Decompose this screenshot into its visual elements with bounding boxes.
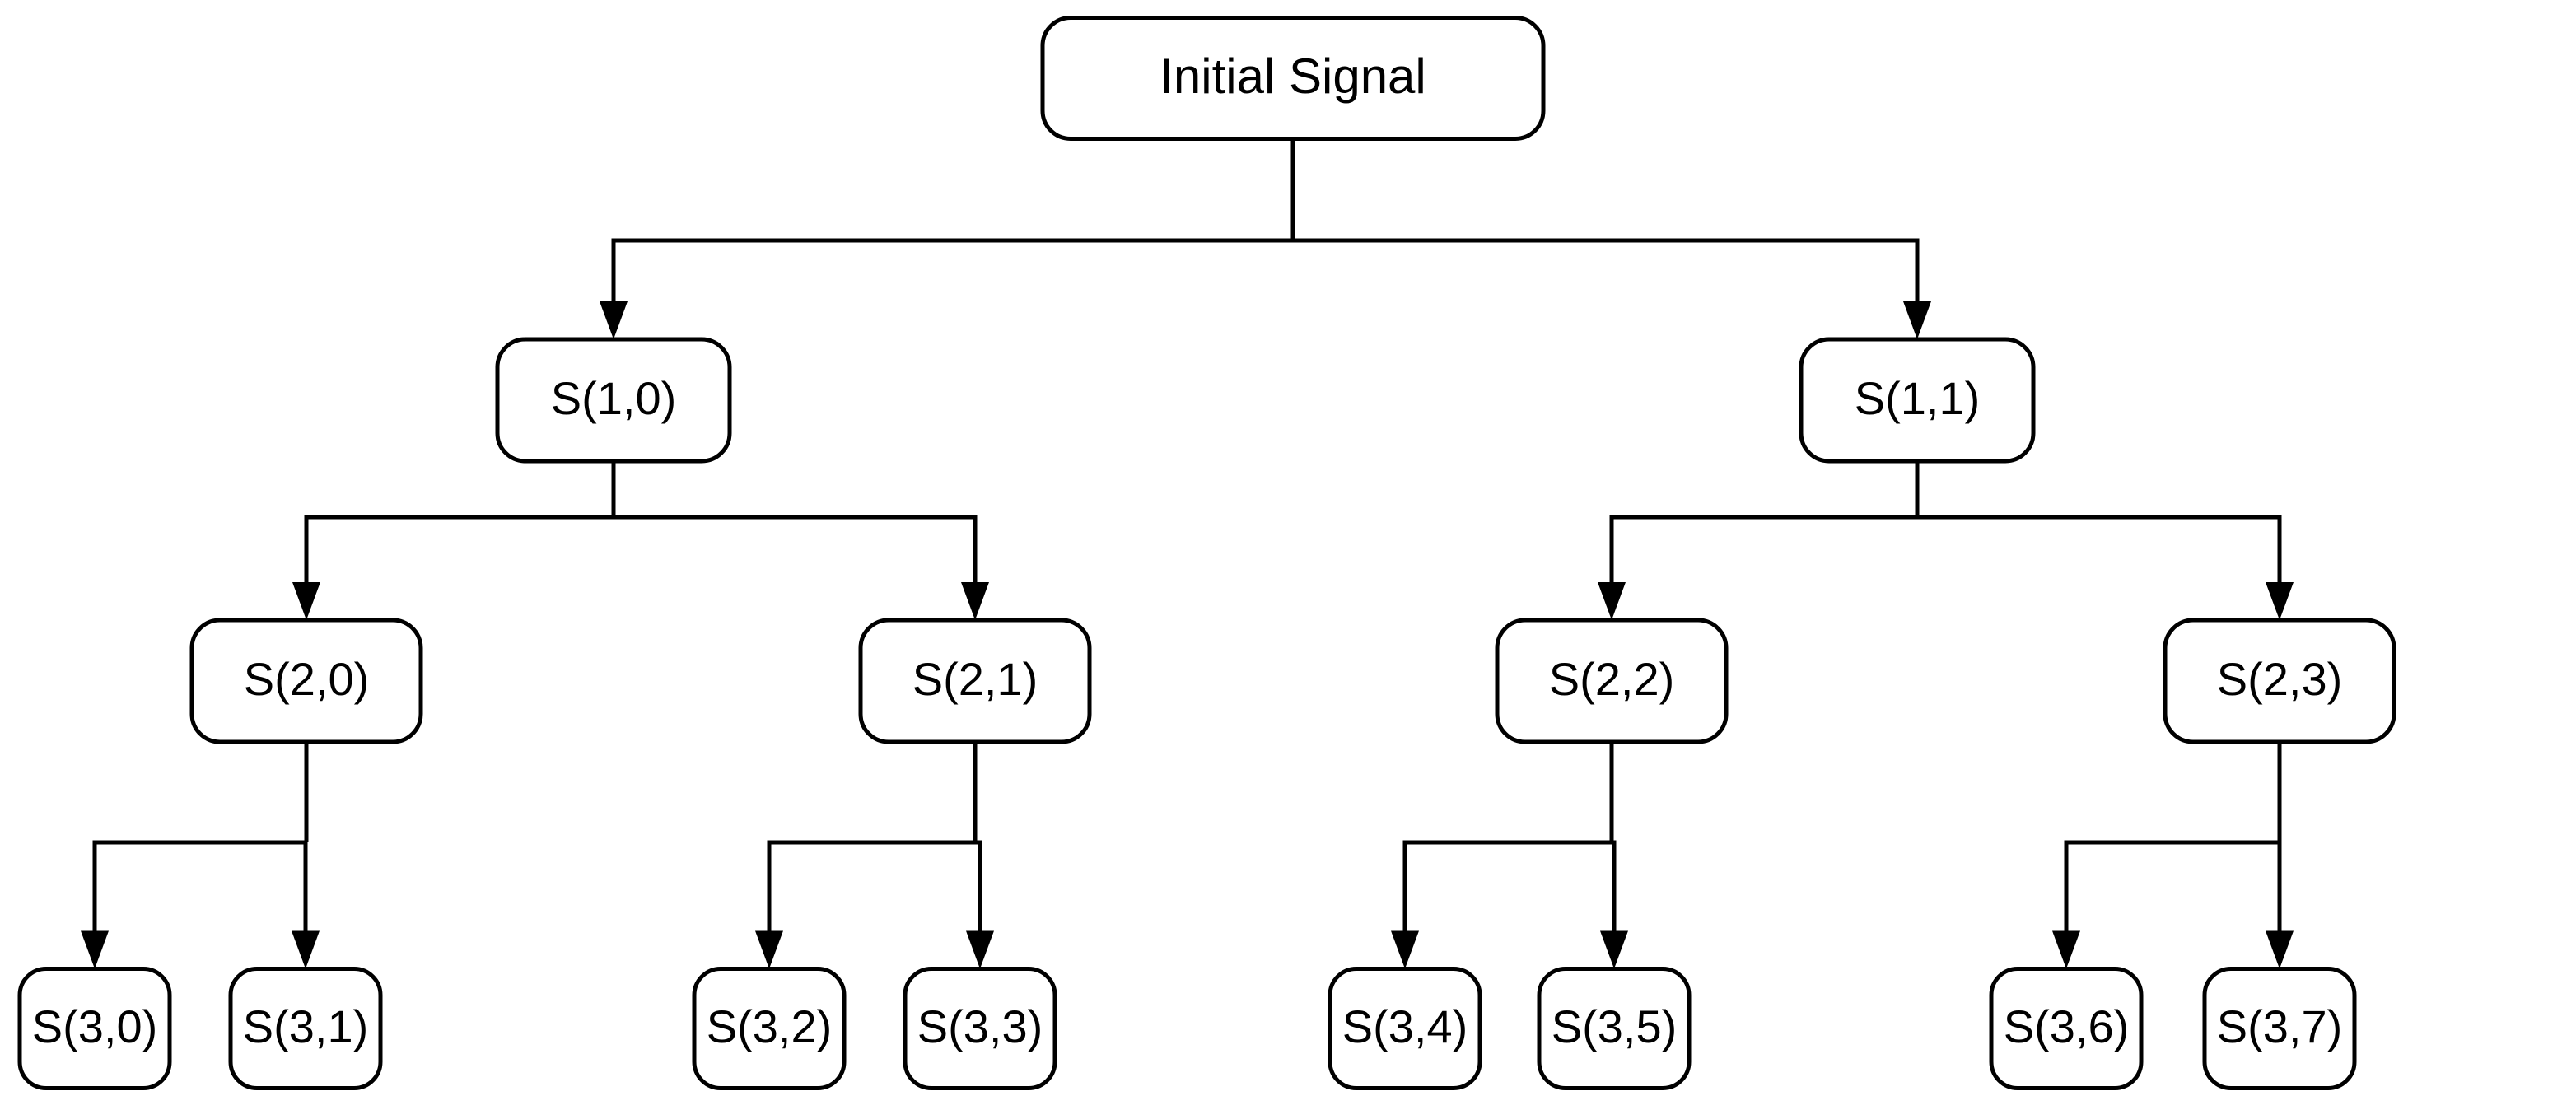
node-s21[interactable]: S(2,1) xyxy=(858,618,1092,744)
arrow-head-icon xyxy=(2052,930,2080,969)
edges-layer xyxy=(81,138,2294,969)
node-label: S(3,1) xyxy=(243,1000,369,1052)
node-s33[interactable]: S(3,3) xyxy=(903,967,1057,1090)
arrow-head-icon xyxy=(2266,930,2294,969)
edge-root-to-s11 xyxy=(1290,138,1931,339)
arrow-head-icon xyxy=(1600,930,1628,969)
edge-s23-to-s37 xyxy=(2266,742,2294,969)
node-s11[interactable]: S(1,1) xyxy=(1799,337,2036,464)
node-box[interactable] xyxy=(228,967,383,1090)
edge-s21-to-s32 xyxy=(755,742,978,969)
node-s23[interactable]: S(2,3) xyxy=(2163,618,2396,744)
edge-s23-to-s36 xyxy=(2052,742,2282,969)
arrow-head-icon xyxy=(600,301,628,339)
edge-s22-to-s35 xyxy=(1600,742,1628,969)
arrow-head-icon xyxy=(2266,582,2294,620)
node-label: S(3,7) xyxy=(2217,1000,2343,1052)
node-label: S(2,2) xyxy=(1549,653,1675,705)
node-label: S(2,0) xyxy=(244,653,370,705)
arrow-head-icon xyxy=(966,930,994,969)
node-box[interactable] xyxy=(1495,618,1729,744)
edge-path xyxy=(1609,515,1917,582)
node-box[interactable] xyxy=(692,967,847,1090)
edge-path xyxy=(304,515,614,582)
edge-path xyxy=(1917,515,2282,582)
node-s10[interactable]: S(1,0) xyxy=(495,337,732,464)
edge-path xyxy=(1402,840,1612,931)
edge-path xyxy=(1612,840,1617,931)
edge-path xyxy=(611,238,1293,301)
node-box[interactable] xyxy=(1989,967,2144,1090)
node-s35[interactable]: S(3,5) xyxy=(1537,967,1692,1090)
edge-path xyxy=(1293,238,1920,301)
node-label: S(2,3) xyxy=(2217,653,2343,705)
edge-s21-to-s33 xyxy=(966,742,994,969)
node-label: S(3,5) xyxy=(1552,1000,1678,1052)
edge-s22-to-s34 xyxy=(1391,742,1614,969)
edge-s11-to-s22 xyxy=(1598,461,1920,620)
edge-path xyxy=(92,840,306,931)
node-s22[interactable]: S(2,2) xyxy=(1495,618,1729,744)
edge-s20-to-s30 xyxy=(81,742,309,969)
node-box[interactable] xyxy=(495,337,732,464)
node-label: S(1,1) xyxy=(1855,372,1981,424)
edge-path xyxy=(975,840,982,931)
node-s37[interactable]: S(3,7) xyxy=(2202,967,2357,1090)
node-label: S(3,6) xyxy=(2004,1000,2130,1052)
node-label: Initial Signal xyxy=(1160,49,1426,104)
arrow-head-icon xyxy=(81,930,109,969)
edge-s20-to-s31 xyxy=(292,742,320,969)
arrow-head-icon xyxy=(961,582,989,620)
node-label: S(3,2) xyxy=(707,1000,833,1052)
node-label: S(3,3) xyxy=(917,1000,1043,1052)
node-box[interactable] xyxy=(189,618,423,744)
edge-s10-to-s21 xyxy=(611,461,989,620)
node-label: S(1,0) xyxy=(551,372,677,424)
edge-s11-to-s23 xyxy=(1915,461,2294,620)
node-box[interactable] xyxy=(1328,967,1482,1090)
node-s20[interactable]: S(2,0) xyxy=(189,618,423,744)
node-box[interactable] xyxy=(1537,967,1692,1090)
node-box[interactable] xyxy=(2163,618,2396,744)
node-label: S(2,1) xyxy=(912,653,1038,705)
edge-root-to-s10 xyxy=(600,138,1295,339)
node-box[interactable] xyxy=(17,967,172,1090)
edge-path xyxy=(614,515,978,582)
arrow-head-icon xyxy=(292,582,320,620)
arrow-head-icon xyxy=(1598,582,1626,620)
node-s30[interactable]: S(3,0) xyxy=(17,967,172,1090)
node-box[interactable] xyxy=(1040,16,1546,141)
node-box[interactable] xyxy=(903,967,1057,1090)
edge-path xyxy=(2064,840,2280,931)
node-box[interactable] xyxy=(1799,337,2036,464)
node-box[interactable] xyxy=(2202,967,2357,1090)
node-s34[interactable]: S(3,4) xyxy=(1328,967,1482,1090)
edge-path xyxy=(767,840,975,931)
node-label: S(3,0) xyxy=(32,1000,158,1052)
node-box[interactable] xyxy=(858,618,1092,744)
arrow-head-icon xyxy=(1391,930,1419,969)
arrow-head-icon xyxy=(755,930,783,969)
node-s31[interactable]: S(3,1) xyxy=(228,967,383,1090)
edge-s10-to-s20 xyxy=(292,461,616,620)
arrow-head-icon xyxy=(292,930,320,969)
node-s32[interactable]: S(3,2) xyxy=(692,967,847,1090)
node-s36[interactable]: S(3,6) xyxy=(1989,967,2144,1090)
node-label: S(3,4) xyxy=(1342,1000,1468,1052)
node-root[interactable]: Initial Signal xyxy=(1040,16,1546,141)
arrow-head-icon xyxy=(1903,301,1931,339)
